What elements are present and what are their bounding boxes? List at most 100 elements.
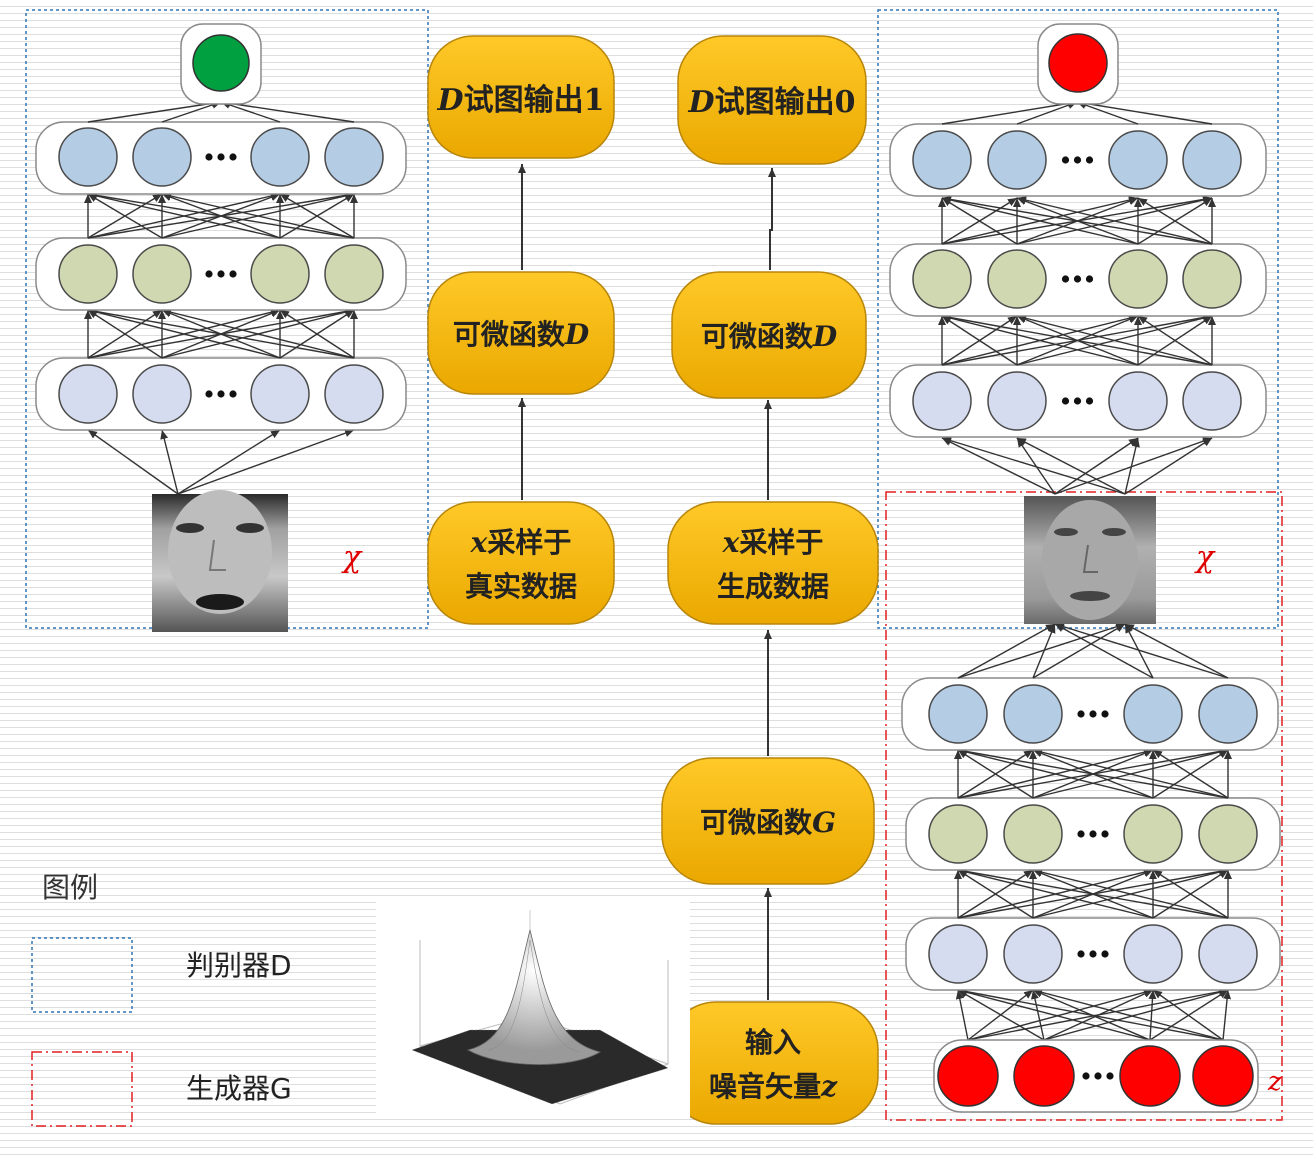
ellipsis-dot: [1061, 397, 1070, 405]
fake-sample-box: x采样于 生成数据: [667, 501, 879, 625]
real-func-d-box: 可微函数D: [427, 271, 615, 395]
ellipsis-dot: [229, 153, 237, 161]
neuron-node: [324, 364, 384, 424]
face-photo-icon: [152, 490, 288, 632]
neuron-node: [928, 804, 988, 864]
svg-text:D试图输出0: D试图输出0: [688, 85, 856, 120]
neuron-node: [250, 364, 310, 424]
neuron-node: [132, 244, 192, 304]
svg-text:可微函数G: 可微函数G: [700, 806, 836, 839]
neuron-node: [1003, 684, 1063, 744]
ellipsis-dot: [1089, 950, 1097, 958]
ellipsis-dot: [1073, 275, 1082, 283]
svg-text:可微函数D: 可微函数D: [701, 320, 838, 353]
noise-node: [1013, 1045, 1075, 1107]
neuron-node: [250, 244, 310, 304]
legend-discriminator-swatch: [31, 937, 133, 1013]
svg-text:可微函数D: 可微函数D: [453, 318, 590, 351]
neuron-node: [912, 249, 972, 309]
svg-text:x采样于: x采样于: [722, 526, 824, 559]
neuron-node: [912, 371, 972, 431]
neuron-node: [1182, 371, 1242, 431]
neuron-node: [324, 127, 384, 187]
fake-func-d-box: 可微函数D: [671, 271, 867, 399]
noise-input-box: 输入 噪音矢量z: [667, 1001, 879, 1125]
neuron-node: [1198, 684, 1258, 744]
legend-generator-label: 生成器G: [186, 1072, 292, 1105]
legend-discriminator-label: 判别器D: [186, 949, 292, 982]
neuron-node: [1198, 804, 1258, 864]
neuron-node: [1003, 804, 1063, 864]
noise-node: [1119, 1045, 1181, 1107]
neuron-node: [132, 127, 192, 187]
neuron-node: [1108, 249, 1168, 309]
neuron-node: [928, 924, 988, 984]
ellipsis-dot: [1101, 710, 1109, 718]
ellipsis-dot: [1101, 950, 1109, 958]
ellipsis-dot: [205, 390, 213, 398]
svg-text:生成数据: 生成数据: [717, 570, 829, 603]
discriminator-group-right: [877, 9, 1279, 629]
neuron-node: [1123, 684, 1183, 744]
ellipsis-dot: [1089, 830, 1097, 838]
neuron-node: [1123, 804, 1183, 864]
ellipsis-dot: [229, 270, 237, 278]
ellipsis-dot: [1085, 397, 1094, 405]
ellipsis-dot: [217, 270, 225, 278]
neuron-node: [1182, 249, 1242, 309]
ellipsis-dot: [1077, 830, 1085, 838]
neural-networks: [35, 23, 1281, 1113]
neuron-node: [132, 364, 192, 424]
neuron-node: [1123, 924, 1183, 984]
noise-node: [1192, 1045, 1254, 1107]
ellipsis-dot: [1085, 275, 1094, 283]
neuron-node: [912, 130, 972, 190]
svg-text:D试图输出1: D试图输出1: [437, 83, 605, 118]
gen-func-g-box: 可微函数G: [661, 757, 875, 885]
legend-title: 图例: [42, 871, 99, 904]
neuron-node: [928, 684, 988, 744]
ellipsis-dot: [1077, 950, 1085, 958]
flow-arrows: [518, 164, 776, 1000]
neuron-node: [987, 130, 1047, 190]
neuron-node: [58, 127, 118, 187]
neuron-node: [987, 249, 1047, 309]
fake-output-box: D试图输出0: [677, 35, 867, 165]
noise-node: [937, 1045, 999, 1107]
ellipsis-dot: [1082, 1072, 1090, 1080]
ellipsis-dot: [217, 390, 225, 398]
ellipsis-dot: [205, 153, 213, 161]
neuron-node: [58, 364, 118, 424]
neuron-node: [987, 371, 1047, 431]
neuron-node: [1003, 924, 1063, 984]
ellipsis-dot: [205, 270, 213, 278]
svg-text:真实数据: 真实数据: [465, 570, 577, 603]
gaussian-surface-icon: [376, 896, 690, 1118]
ellipsis-dot: [1073, 156, 1082, 164]
neuron-node: [58, 244, 118, 304]
svg-text:x采样于: x采样于: [470, 526, 572, 559]
ellipsis-dot: [1106, 1072, 1114, 1080]
ellipsis-dot: [1073, 397, 1082, 405]
ellipsis-dot: [1089, 710, 1097, 718]
neuron-node: [1198, 924, 1258, 984]
ellipsis-dot: [217, 153, 225, 161]
chi-label-right: χ: [1194, 540, 1216, 575]
ellipsis-dot: [229, 390, 237, 398]
svg-text:噪音矢量z: 噪音矢量z: [709, 1070, 838, 1103]
neuron-node: [1108, 371, 1168, 431]
svg-text:输入: 输入: [745, 1026, 801, 1059]
ellipsis-dot: [1085, 156, 1094, 164]
fake-output-node: [1048, 33, 1108, 93]
neuron-node: [250, 127, 310, 187]
generated-face-icon: [1024, 496, 1156, 624]
ellipsis-dot: [1061, 156, 1070, 164]
chi-label-left: χ: [341, 540, 363, 575]
generator-group: [885, 491, 1283, 1121]
real-sample-box: x采样于 真实数据: [427, 501, 615, 625]
neuron-node: [324, 244, 384, 304]
real-output-node: [192, 34, 250, 92]
ellipsis-dot: [1094, 1072, 1102, 1080]
ellipsis-dot: [1101, 830, 1109, 838]
